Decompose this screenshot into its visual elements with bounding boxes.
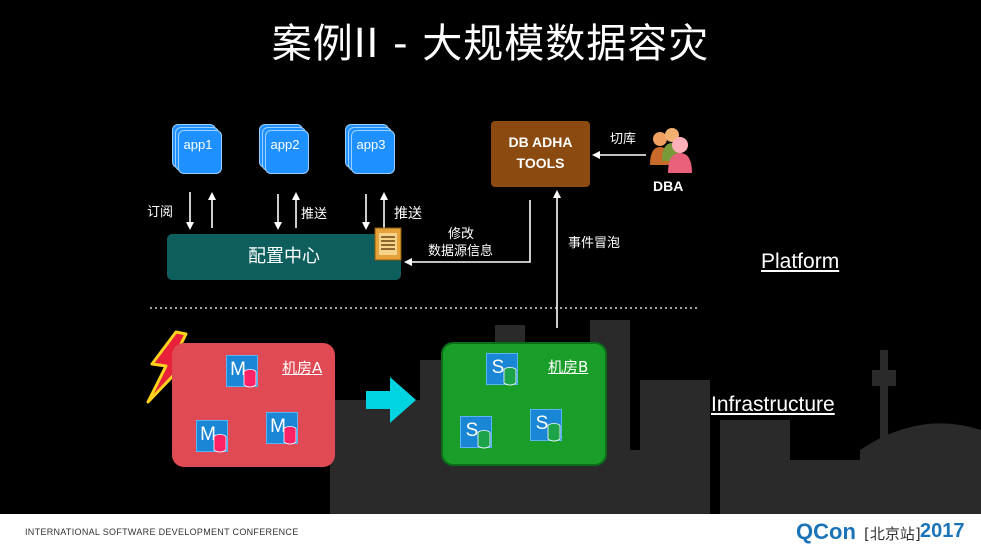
label-push-1: 推送 [301, 207, 328, 222]
conference-name: INTERNATIONAL SOFTWARE DEVELOPMENT CONFE… [25, 527, 299, 537]
label-push-2: 推送 [394, 206, 422, 222]
label-modify-line2: 数据源信息 [428, 244, 494, 259]
app-stack: app2 [259, 124, 309, 174]
master-db-icon: M [196, 420, 228, 453]
brand-logo: QCon [796, 519, 856, 544]
app-card-front [351, 130, 395, 174]
platform-layer-label: Platform [761, 250, 840, 273]
master-db-icon: M [226, 355, 258, 388]
config-center-label: 配置中心 [248, 246, 320, 267]
node-letter: M [230, 359, 246, 380]
node-letter: S [465, 420, 479, 441]
tools-label-line2: TOOLS [516, 155, 565, 171]
slide-title: 案例II - 大规模数据容灾 [271, 21, 710, 67]
node-letter: S [491, 357, 505, 378]
slave-db-icon: S [460, 416, 492, 449]
lightning-icon [146, 330, 192, 404]
label-modify-line1: 修改 [448, 227, 475, 242]
label-event-bubble: 事件冒泡 [568, 236, 621, 251]
label-switch-db: 切库 [610, 132, 637, 147]
app-label: app3 [356, 137, 386, 152]
document-icon [374, 227, 402, 261]
database-icon [477, 430, 491, 449]
dba-label: DBA [653, 178, 684, 194]
database-icon [213, 434, 227, 453]
failover-arrow-icon [366, 377, 416, 423]
app-label: app2 [270, 137, 300, 152]
slave-db-icon: S [486, 353, 518, 386]
edition-label: [北京站] [864, 525, 921, 543]
people-icon [650, 128, 692, 173]
database-icon [547, 423, 561, 442]
master-db-icon: M [266, 412, 298, 445]
tools-label-line1: DB ADHA [508, 134, 573, 150]
app-card-front [178, 130, 222, 174]
node-letter: M [200, 424, 216, 445]
year-label: 2017 [920, 520, 965, 542]
node-letter: S [535, 413, 549, 434]
app-card-front [265, 130, 309, 174]
database-icon [503, 367, 517, 386]
datacenter-a-label: 机房A [282, 359, 323, 377]
footer-bar: INTERNATIONAL SOFTWARE DEVELOPMENT CONFE… [0, 514, 981, 551]
app-stack: app3 [345, 124, 395, 174]
modify-arrow [404, 200, 531, 266]
connector-arrows [150, 151, 698, 328]
slave-db-icon: S [530, 409, 562, 442]
infrastructure-layer-label: Infrastructure [711, 393, 835, 416]
slide: 案例II - 大规模数据容灾 app1 app2 app3 [146, 21, 981, 514]
db-adha-tools-box: DB ADHA TOOLS [491, 121, 590, 187]
config-center-box: 配置中心 [167, 234, 401, 280]
node-letter: M [270, 416, 286, 437]
label-subscribe: 订阅 [147, 205, 174, 220]
datacenter-b-label: 机房B [548, 358, 589, 376]
database-icon [243, 369, 257, 388]
database-icon [283, 426, 297, 445]
app-stack: app1 [172, 124, 222, 174]
app-label: app1 [183, 137, 213, 152]
